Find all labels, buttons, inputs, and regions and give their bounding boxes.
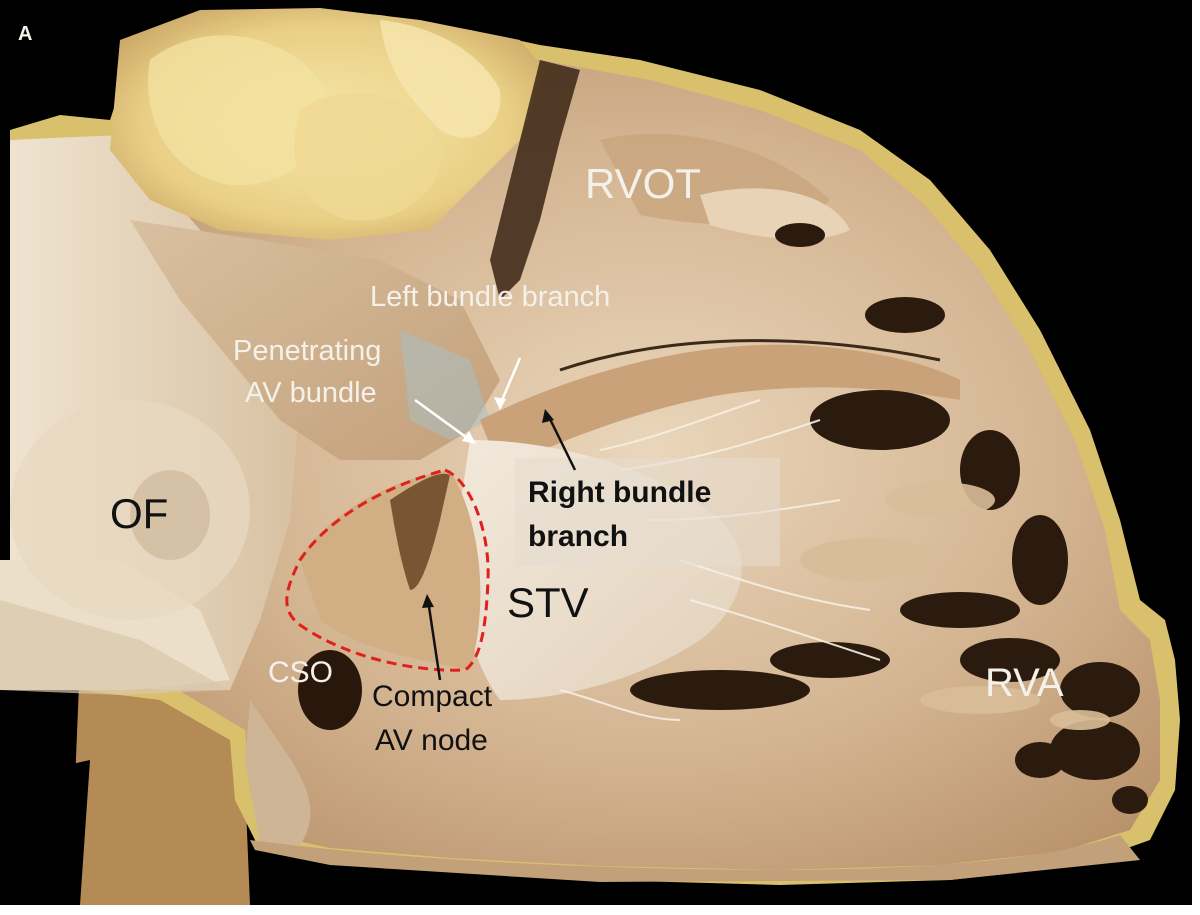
compact-av-node-outline [285,468,490,672]
membranous-septum [130,220,500,460]
label-right-bundle-line1: Right bundle [528,476,711,509]
border-bottom [0,905,1200,915]
panel-letter: A [18,23,32,45]
label-rvot: RVOT [585,160,701,207]
border-right [1192,0,1200,915]
penetrating-arrow [414,398,471,442]
rvot-crevice [490,60,580,300]
label-compact-line2: AV node [375,724,488,757]
septal-band [480,344,960,470]
compact-node-arrow [426,599,442,681]
right-bundle-label-box [515,458,780,566]
label-rva: RVA [985,661,1064,705]
coronary-sinus-ostium [298,650,362,730]
label-cso: CSO [268,656,333,689]
label-penetrating-line2: AV bundle [245,377,377,409]
label-penetrating-line1: Penetrating [233,335,381,367]
label-of: OF [110,490,168,537]
chordae [559,399,881,721]
oval-fossa [10,400,250,620]
label-left-bundle-branch: Left bundle branch [370,281,610,313]
right-bundle-arrow [546,414,577,471]
label-stv: STV [507,579,589,626]
label-compact-line1: Compact [372,680,493,713]
left-bundle-arrow [498,357,522,406]
label-right-bundle-line2: branch [528,520,628,553]
trabeculae [630,223,1148,814]
annotation-arrows [414,357,577,681]
